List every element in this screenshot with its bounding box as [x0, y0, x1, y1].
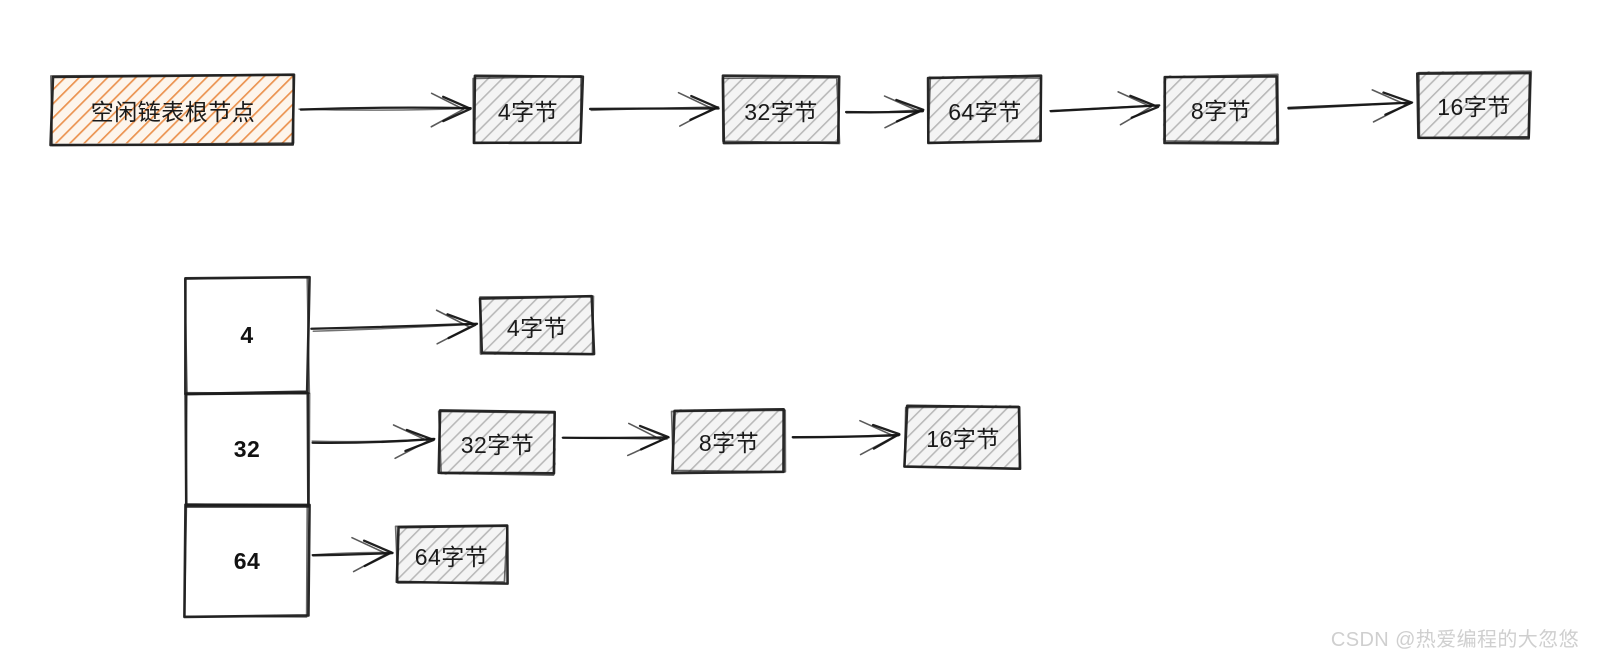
bucket-node-1-1-outline [670, 409, 787, 473]
bucket-node-2-0-outline [394, 524, 509, 584]
bucket-64-node-64bytes-0[interactable] [394, 524, 509, 585]
table-cell-1-outline [184, 391, 310, 508]
table-cell-0-outline [183, 276, 311, 396]
top-chain-node-8bytes-3[interactable] [1162, 73, 1280, 145]
root-node-outline [50, 73, 295, 147]
top-chain-arrow-2 [842, 96, 932, 126]
watermark: CSDN @热爱编程的大忽悠 [1330, 629, 1579, 651]
root-node-fill [51, 74, 294, 144]
table-cell-1-outline [185, 391, 311, 507]
top-node-0-outline [472, 74, 582, 145]
bucket-node-0-0-fill [479, 296, 593, 356]
top-chain-node-64bytes-2[interactable] [926, 74, 1043, 145]
bucket-4-arrow-0 [308, 311, 484, 344]
top-chain-arrow-4 [1284, 89, 1420, 122]
bucket-64-arrow-0 [308, 538, 400, 570]
table-cell-1-fill [186, 392, 308, 505]
top-node-4-outline [1418, 70, 1533, 140]
bucket-32-arrow-2 [788, 421, 908, 452]
bucket-32-node-8bytes-1[interactable] [670, 407, 787, 475]
top-chain-node-32bytes-1[interactable] [721, 74, 841, 145]
bucket-node-0-0-outline [479, 295, 595, 356]
table-row-32[interactable] [184, 391, 311, 508]
table-cell-2-fill [186, 505, 309, 616]
table-cell-2-outline [183, 503, 309, 618]
top-chain-arrow-3 [1046, 92, 1166, 124]
size-class-table [183, 275, 311, 619]
top-node-2-outline [927, 76, 1043, 144]
top-chain-node-16bytes-4[interactable] [1416, 70, 1533, 140]
top-node-1-fill [723, 76, 838, 142]
bucket-4-node-4bytes-0[interactable] [478, 294, 596, 356]
top-node-1-outline [721, 76, 841, 145]
bucket-node-1-0-fill [440, 411, 556, 475]
bucket-node-1-1-fill [672, 408, 785, 472]
table-cell-0-outline [184, 275, 311, 396]
table-cell-0-fill [186, 277, 309, 394]
bucket-node-1-2-fill [904, 404, 1020, 469]
bucket-node-1-0-outline [437, 410, 556, 476]
free-list-root-node[interactable] [49, 73, 296, 147]
top-node-2-fill [928, 75, 1041, 142]
table-row-4[interactable] [183, 275, 311, 396]
bucket-32-node-32bytes-0[interactable] [437, 409, 556, 476]
bucket-32-arrow-1 [558, 423, 676, 452]
top-chain-node-4bytes-0[interactable] [472, 74, 585, 145]
bucket-node-2-0-fill [397, 525, 506, 585]
top-node-3-outline [1164, 73, 1280, 144]
bucket-32-arrow-0 [308, 426, 442, 456]
top-chain-arrow-1 [586, 94, 726, 124]
top-node-3-fill [1162, 75, 1279, 143]
top-node-4-fill [1417, 70, 1530, 139]
top-chain-arrow-0 [296, 94, 478, 124]
bucket-node-1-2-outline [903, 405, 1021, 470]
table-row-64[interactable] [183, 503, 311, 619]
table-cell-2-outline [183, 503, 311, 619]
top-node-0-fill [473, 75, 583, 143]
bucket-32-node-16bytes-2[interactable] [903, 404, 1022, 470]
